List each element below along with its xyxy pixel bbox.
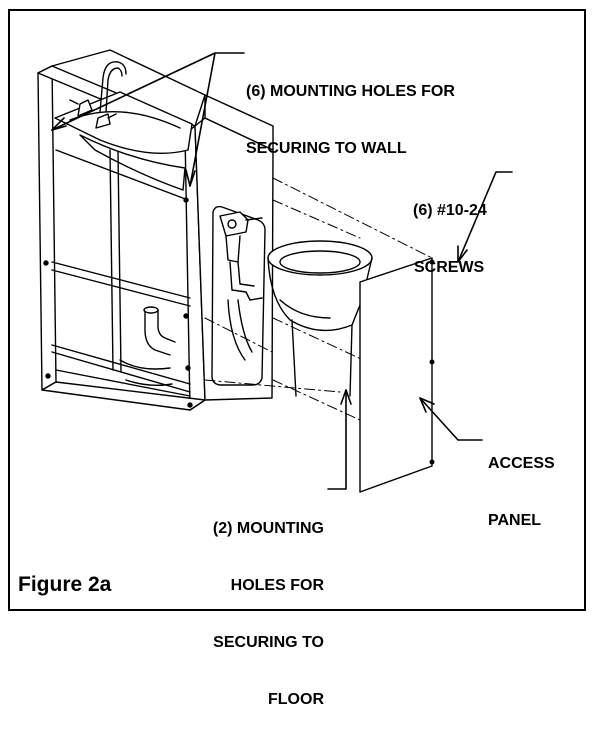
callout-wall-line-1: (6) MOUNTING HOLES FOR [246,83,455,100]
callout-access-line-1: ACCESS [488,455,555,472]
toilet-bowl [267,240,373,397]
access-panel [359,257,435,493]
callout-floor-line-3: SECURING TO [213,634,324,651]
callout-floor-mounting-holes: (2) MOUNTING HOLES FOR SECURING TO FLOOR [168,481,324,747]
lavatory-basin [54,61,193,191]
fixture-drawing [37,49,513,493]
figure-canvas: (6) MOUNTING HOLES FOR SECURING TO WALL … [8,9,586,708]
leader-lines [51,52,513,490]
callout-wall-mounting-holes: (6) MOUNTING HOLES FOR SECURING TO WALL [246,44,455,196]
callout-screws: (6) #10-24 SCREWS [413,163,487,315]
callout-screws-line-2: SCREWS [414,259,485,276]
callout-access-panel: ACCESS PANEL [488,416,555,568]
figure-border [8,9,586,611]
callout-floor-line-2: HOLES FOR [230,577,324,594]
callout-screws-line-1: (6) #10-24 [413,202,487,219]
drain-trap [119,306,176,387]
callout-floor-line-4: FLOOR [268,691,324,708]
callout-wall-line-2: SECURING TO WALL [246,140,407,157]
figure-title: Figure 2a [18,573,112,596]
callout-access-line-2: PANEL [488,512,542,529]
flush-valve [219,211,263,361]
callout-floor-line-1: (2) MOUNTING [212,520,324,537]
